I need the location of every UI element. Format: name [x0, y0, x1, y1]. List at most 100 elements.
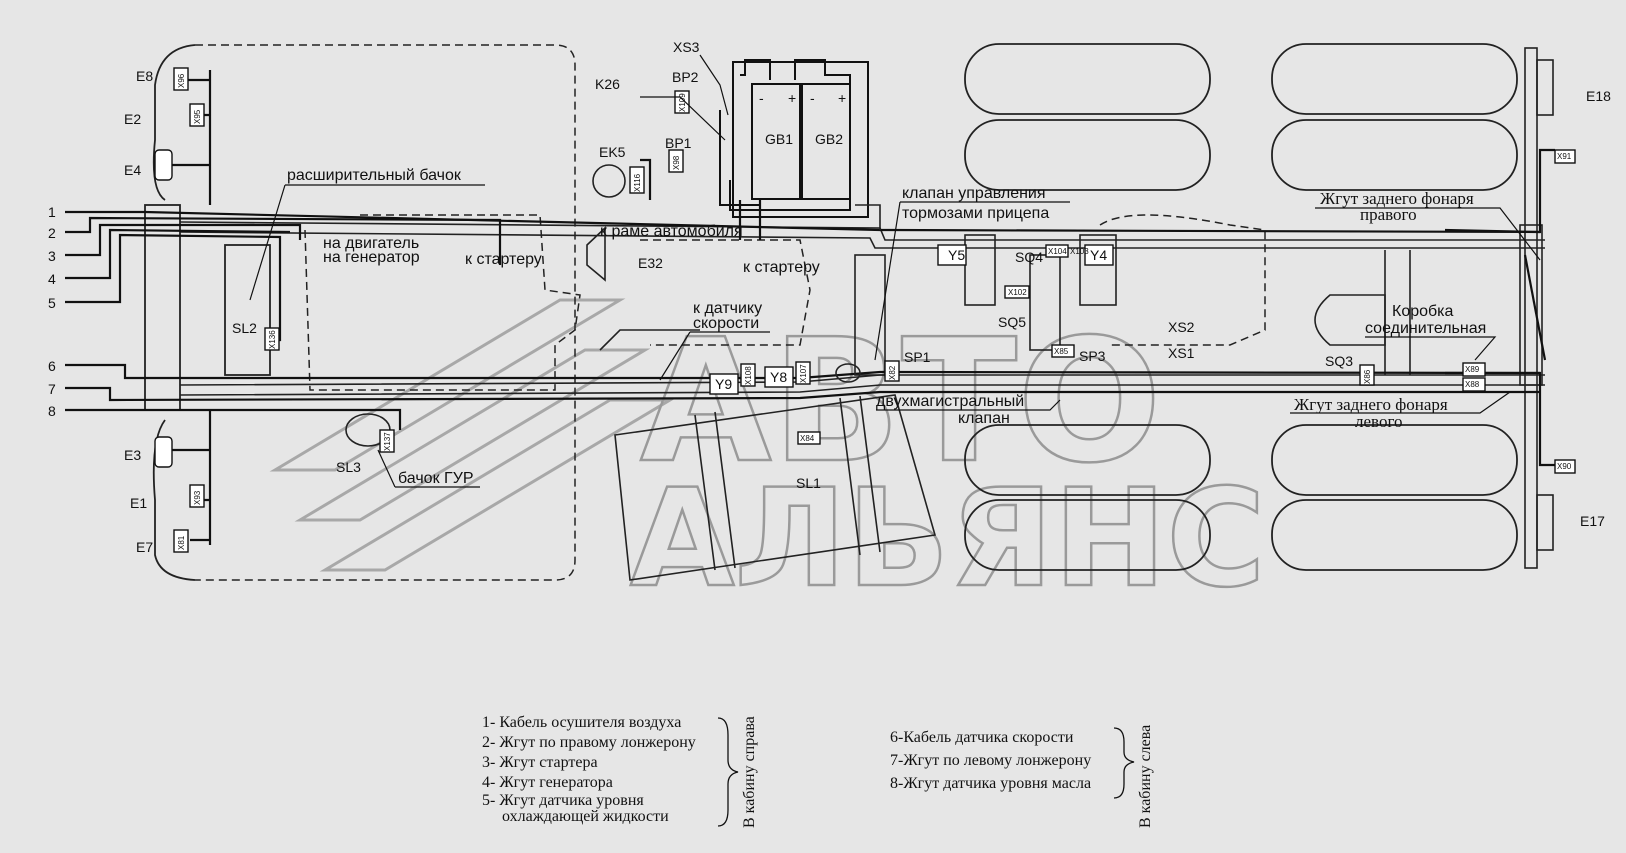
label-to-speed-sensor-1: к датчику — [693, 300, 762, 317]
label-BP2: BP2 — [672, 69, 699, 85]
harness-number-1: 1 — [48, 204, 56, 220]
watermark: АВТО АЛЬЯНС — [269, 298, 1267, 618]
batteries — [719, 59, 869, 218]
label-E18: E18 — [1586, 88, 1611, 104]
harness-number-5: 5 — [48, 295, 56, 311]
label-to-frame: к раме автомобиля — [600, 223, 743, 240]
svg-text:+: + — [788, 90, 796, 106]
label-trailer-brake-valve-2: тормозами прицепа — [902, 205, 1049, 222]
svg-text:+: + — [838, 90, 846, 106]
label-expansion-tank: расширительный бачок — [287, 167, 462, 184]
label-rear-lamp-left-1: Жгут заднего фонаря — [1294, 395, 1448, 414]
harness-number-3: 3 — [48, 248, 56, 264]
cab-outline — [195, 44, 1266, 581]
label-E7: E7 — [136, 539, 153, 555]
label-trailer-brake-valve-1: клапан управления — [902, 185, 1046, 202]
connector-X85: X85 — [1054, 347, 1069, 356]
label-SP3: SP3 — [1079, 348, 1106, 364]
cab-solid — [144, 44, 271, 581]
component-shapes — [345, 164, 1117, 447]
connector-X102: X102 — [1008, 288, 1027, 297]
legend: 1- Кабель осушителя воздуха 2- Жгут по п… — [482, 714, 1154, 828]
label-SL2: SL2 — [232, 320, 257, 336]
harness-number-7: 7 — [48, 381, 56, 397]
label-XS2: XS2 — [1168, 319, 1195, 335]
label-Y9: Y9 — [715, 376, 732, 392]
connector-X109: X109 — [678, 93, 687, 112]
label-XS1: XS1 — [1168, 345, 1195, 361]
connector-X88: X88 — [1465, 380, 1480, 389]
label-SL1: SL1 — [796, 475, 821, 491]
connector-X104: X104 — [1048, 247, 1067, 256]
label-XS3: XS3 — [673, 39, 700, 55]
connector-X98: X98 — [672, 155, 681, 170]
connector-X91: X91 — [1557, 152, 1572, 161]
label-rear-lamp-right-2: правого — [1360, 205, 1417, 224]
label-rear-lamp-left-2: левого — [1355, 412, 1403, 431]
label-SQ4: SQ4 — [1015, 249, 1043, 265]
label-E32: E32 — [638, 255, 663, 271]
legend-item-7: 7-Жгут по левому лонжерону — [890, 752, 1091, 769]
rear-structures — [1314, 47, 1554, 569]
watermark-line1: АВТО — [640, 303, 1162, 501]
label-SP1: SP1 — [904, 349, 931, 365]
label-Y8: Y8 — [770, 369, 787, 385]
harness-number-4: 4 — [48, 271, 56, 287]
connector-X136: X136 — [268, 330, 277, 349]
wheels — [964, 43, 1518, 571]
connector-boxes — [154, 67, 1576, 553]
legend-item-3: 3- Жгут стартера — [482, 754, 598, 771]
label-to-speed-sensor-2: скорости — [693, 315, 759, 332]
connector-X103: X103 — [1070, 247, 1089, 256]
label-E1: E1 — [130, 495, 147, 511]
harness-number-2: 2 — [48, 225, 56, 241]
label-junction-box-2: соединительная — [1365, 320, 1486, 337]
label-K26: K26 — [595, 76, 620, 92]
component-labels: E8 E2 E4 E3 E1 E7 E18 E17 XS3 K26 BP2 BP… — [124, 39, 1611, 555]
legend-item-5: 5- Жгут датчика уровня — [482, 792, 644, 809]
fuel-tank — [614, 394, 937, 581]
harness-lines — [65, 70, 1555, 545]
label-GB1: GB1 — [765, 131, 793, 147]
label-E8: E8 — [136, 68, 153, 84]
connector-X93: X93 — [193, 490, 202, 505]
label-junction-box-1: Коробка — [1392, 303, 1454, 320]
connector-X90: X90 — [1557, 462, 1572, 471]
legend-item-1: 1- Кабель осушителя воздуха — [482, 714, 681, 731]
connector-X84: X84 — [800, 434, 815, 443]
label-E17: E17 — [1580, 513, 1605, 529]
harness-number-8: 8 — [48, 403, 56, 419]
label-E4: E4 — [124, 162, 141, 178]
label-SQ3: SQ3 — [1325, 353, 1353, 369]
frame-rails — [179, 221, 1545, 396]
watermark-line2: АЛЬЯНС — [630, 460, 1266, 617]
legend-group-right-cabin: В кабину справа — [741, 716, 758, 828]
label-Y5: Y5 — [948, 247, 965, 263]
harness-numbers: 1 2 3 4 5 6 7 8 — [48, 204, 56, 419]
label-to-generator: на генератор — [323, 249, 420, 266]
label-SL3: SL3 — [336, 459, 361, 475]
label-EK5: EK5 — [599, 144, 626, 160]
connector-labels: X96 X95 X93 X81 X109 X98 X116 X136 X137 … — [177, 73, 1572, 550]
annotations: расширительный бачок на двигатель на ген… — [249, 54, 1541, 488]
label-to-starter-2: к стартеру — [743, 259, 820, 276]
connector-X116: X116 — [633, 173, 642, 192]
connector-X82: X82 — [888, 365, 897, 380]
label-to-engine: на двигатель — [323, 235, 419, 252]
legend-item-6: 6-Кабель датчика скорости — [890, 729, 1074, 746]
label-two-line-valve-2: клапан — [958, 410, 1010, 427]
connector-X107: X107 — [799, 364, 808, 383]
connector-X95: X95 — [193, 109, 202, 124]
connector-X86: X86 — [1363, 369, 1372, 384]
connector-X137: X137 — [383, 432, 392, 451]
label-two-line-valve-1: двухмагистральный — [876, 393, 1024, 410]
connector-X96: X96 — [177, 73, 186, 88]
label-rear-lamp-right-1: Жгут заднего фонаря — [1320, 189, 1474, 208]
connector-X81: X81 — [177, 535, 186, 550]
label-E2: E2 — [124, 111, 141, 127]
legend-item-8: 8-Жгут датчика уровня масла — [890, 775, 1091, 792]
legend-group-left-cabin: В кабину слева — [1137, 725, 1154, 828]
label-BP1: BP1 — [665, 135, 692, 151]
connector-X108: X108 — [744, 366, 753, 385]
